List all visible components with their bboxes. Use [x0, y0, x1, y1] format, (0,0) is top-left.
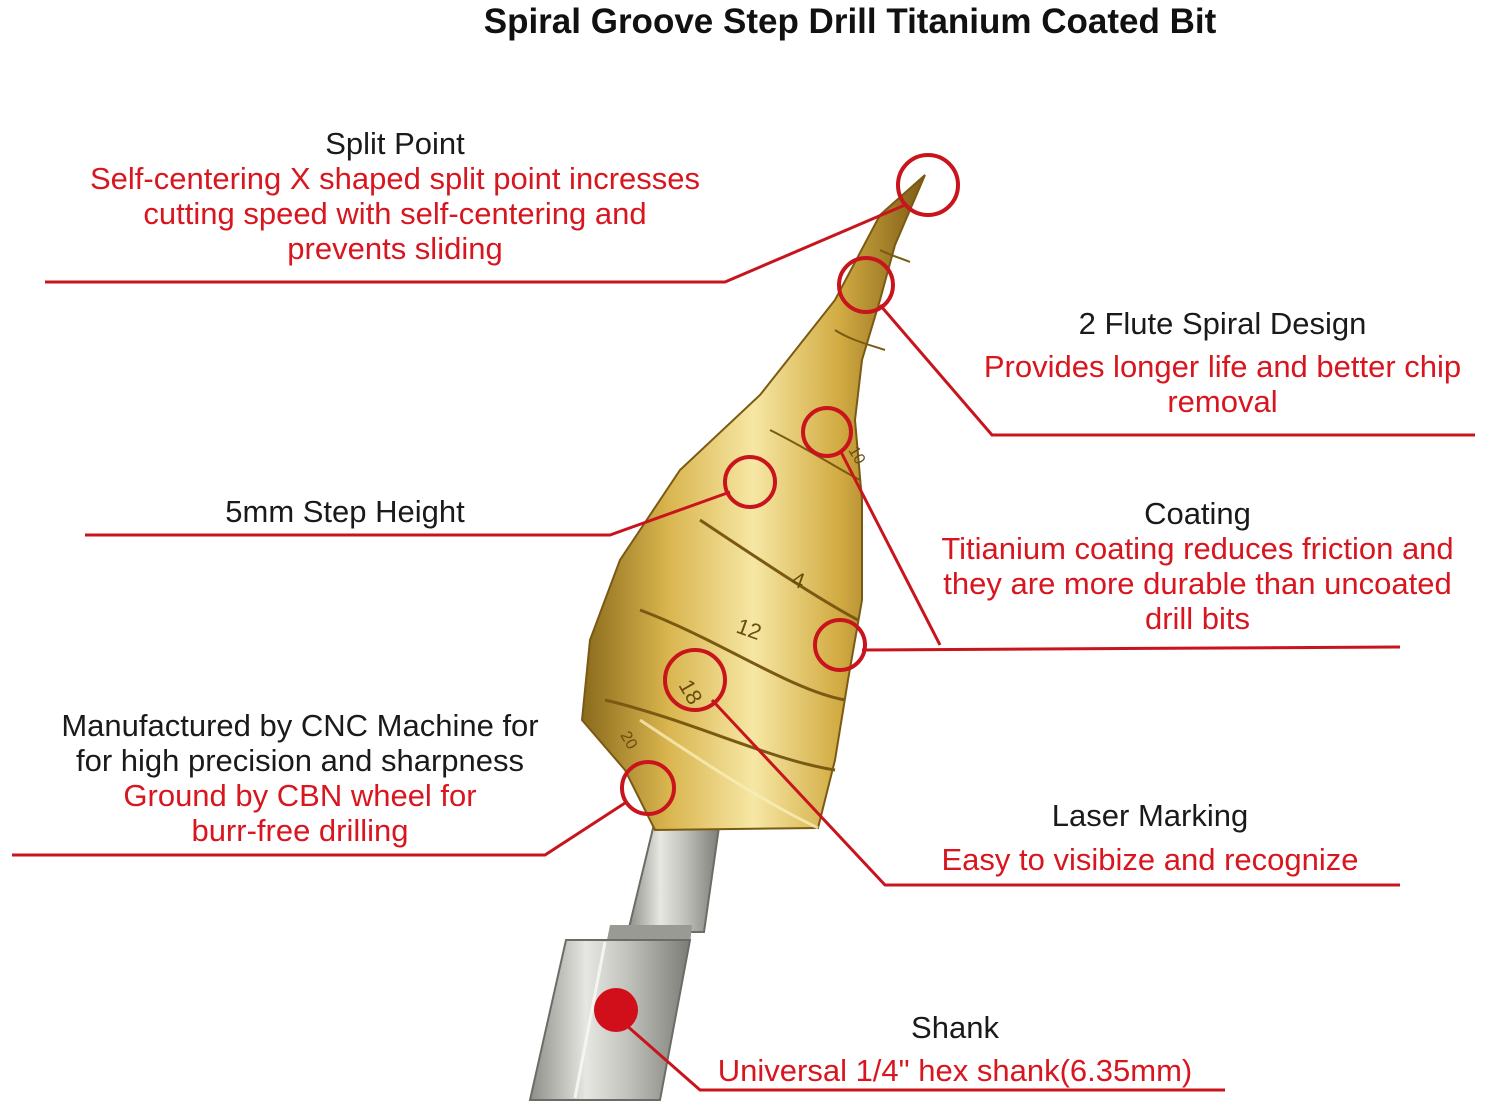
step-height-leader-line — [85, 490, 731, 537]
shank-heading: Shank — [911, 1010, 999, 1045]
coating-desc-line1: Titianium coating reduces friction and — [941, 531, 1454, 566]
split-point-desc-line2: cutting speed with self-centering and — [143, 196, 647, 231]
shank-callout-dot — [594, 988, 638, 1032]
laser-heading: Laser Marking — [1051, 798, 1249, 833]
cnc-label: Manufactured by CNC Machine for for high… — [20, 708, 580, 848]
step-height-label: 5mm Step Height — [130, 494, 560, 529]
coating-leader-line — [838, 449, 942, 646]
laser-label: Laser Marking Easy to visibize and recog… — [905, 798, 1395, 877]
coating-heading: Coating — [1144, 496, 1251, 531]
flute-desc-line2: removal — [1167, 384, 1278, 419]
coating-label: Coating Titianium coating reduces fricti… — [920, 496, 1475, 636]
page-title: Spiral Groove Step Drill Titanium Coated… — [483, 2, 1217, 41]
laser-marking-callout-circle — [663, 648, 727, 712]
split-point-leader-line — [45, 203, 906, 284]
gold-step-drill-body: 4 12 18 10 20 — [580, 174, 926, 832]
coating-point-callout-circle — [813, 618, 867, 672]
cnc-heading-line1: Manufactured by CNC Machine for — [61, 708, 539, 743]
step-height-heading: 5mm Step Height — [225, 494, 465, 529]
flute-label: 2 Flute Spiral Design Provides longer li… — [955, 306, 1490, 419]
split-point-desc-line3: prevents sliding — [287, 231, 503, 266]
step-height-callout-circle — [723, 455, 777, 509]
coating-leader-line-horizontal — [861, 645, 1401, 652]
shank-label: Shank Universal 1/4" hex shank(6.35mm) — [690, 1010, 1220, 1088]
coating-desc-line2: they are more durable than uncoated — [943, 566, 1452, 601]
flute-callout-circle — [837, 256, 895, 314]
split-point-label: Split Point Self-centering X shaped spli… — [40, 126, 750, 266]
flute-heading: 2 Flute Spiral Design — [1078, 306, 1367, 341]
cnc-desc-line1: Ground by CBN wheel for — [123, 778, 477, 813]
drill-marking-20: 20 — [617, 729, 641, 753]
cnc-desc-line2: burr-free drilling — [191, 813, 409, 848]
coating-desc-line3: drill bits — [1144, 601, 1251, 636]
cnc-heading-line2: for high precision and sharpness — [75, 743, 525, 778]
shank-desc-line1: Universal 1/4" hex shank(6.35mm) — [717, 1053, 1193, 1088]
split-point-callout-circle — [896, 153, 960, 217]
shank-leader-line — [625, 1023, 1225, 1092]
laser-desc-line1: Easy to visibize and recognize — [941, 842, 1359, 877]
cnc-leader-line — [12, 801, 626, 857]
split-point-heading: Split Point — [325, 126, 465, 161]
drill-marking-10: 10 — [845, 444, 869, 468]
laser-leader-line — [710, 698, 1400, 887]
coating-callout-circle — [801, 406, 853, 458]
flute-leader-line — [878, 304, 1475, 437]
flute-desc-line1: Provides longer life and better chip — [983, 349, 1462, 384]
split-point-desc-line1: Self-centering X shaped split point incr… — [90, 161, 700, 196]
cnc-callout-circle — [620, 760, 676, 816]
